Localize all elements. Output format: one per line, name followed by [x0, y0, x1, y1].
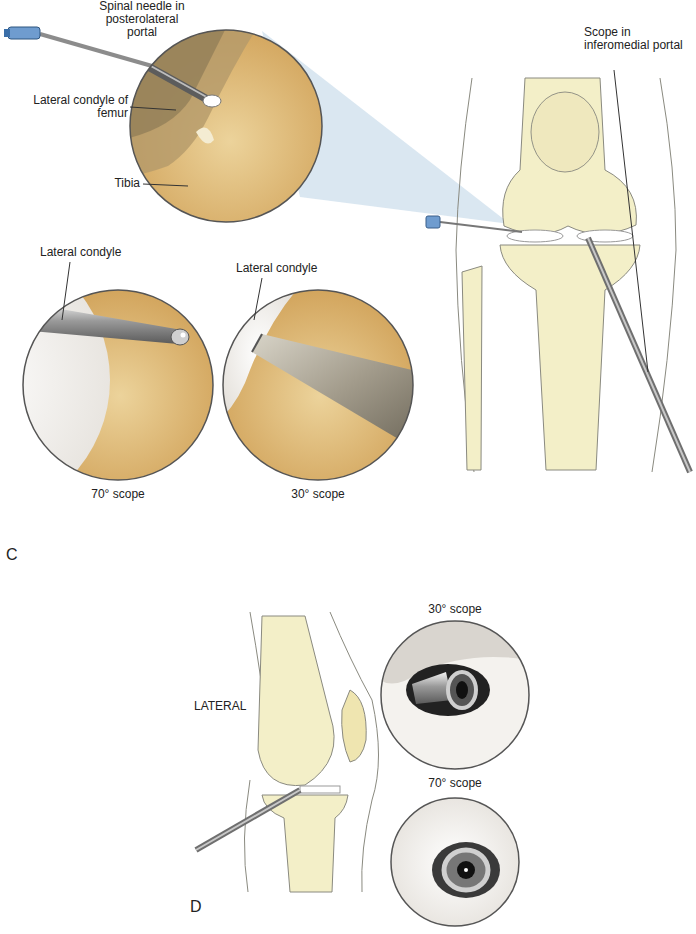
- arthroscopic-view: [0, 240, 220, 520]
- leader-line: [254, 278, 262, 320]
- leader-line: [62, 262, 70, 320]
- inset-circle: [381, 621, 529, 769]
- inset-circle: [391, 798, 519, 926]
- inset-circle: [223, 290, 413, 480]
- inset-circle: [130, 30, 322, 222]
- knee-lateral: [196, 612, 379, 892]
- view-label: LATERAL: [194, 700, 264, 713]
- view-label: 30° scope: [395, 603, 515, 616]
- panel-letter: D: [190, 898, 214, 916]
- leader-line: [614, 70, 648, 372]
- arthroscopic-view: [120, 20, 340, 240]
- anatomy-label: Lateral condyle: [236, 262, 336, 275]
- arthroscopic-view: [390, 798, 520, 928]
- anatomy-label: Tibia: [96, 177, 140, 190]
- instrument-label: Spinal needle in posterolateral portal: [92, 0, 192, 40]
- view-label: 70° scope: [58, 488, 178, 501]
- view-label: 70° scope: [395, 777, 515, 790]
- leader-line: [143, 184, 188, 186]
- arthroscopic-view: [220, 286, 420, 486]
- leader-line: [130, 107, 176, 110]
- knee-anterior: [426, 78, 690, 472]
- arthroscopic-view: [380, 620, 530, 770]
- anatomy-label: Lateral condyle: [40, 246, 140, 259]
- instrument-label: Scope in inferomedial portal: [584, 26, 684, 52]
- panel-letter: C: [6, 546, 30, 564]
- view-label: 30° scope: [258, 488, 378, 501]
- anatomy-label: Lateral condyle of femur: [30, 94, 128, 120]
- inset-circle: [23, 290, 213, 480]
